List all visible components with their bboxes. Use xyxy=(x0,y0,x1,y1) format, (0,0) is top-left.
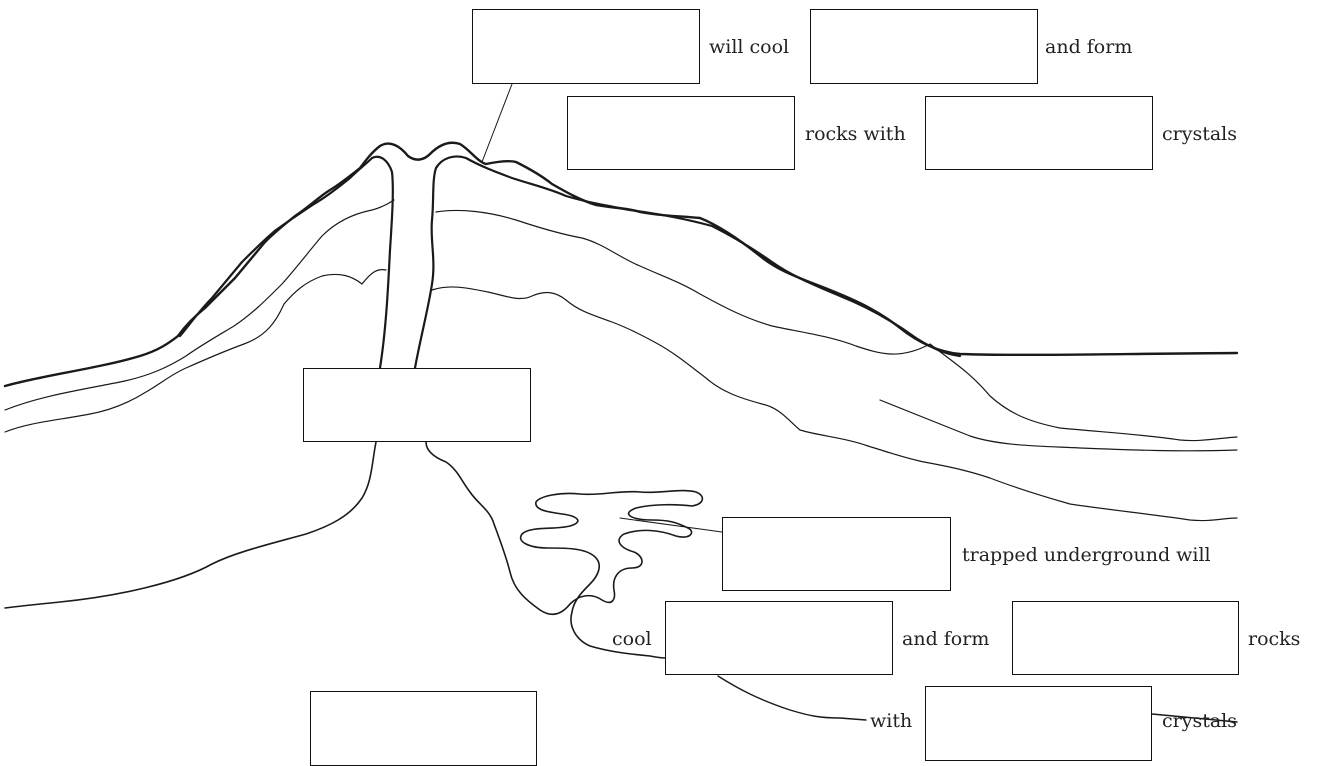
answer-box-4[interactable] xyxy=(925,96,1153,170)
magma-pipe-right xyxy=(425,441,704,659)
leader-line-crater xyxy=(481,83,513,163)
leader-line-crystals xyxy=(1151,713,1238,723)
answer-box-9[interactable] xyxy=(925,686,1152,761)
leader-line-with xyxy=(717,675,867,721)
answer-box-6[interactable] xyxy=(665,601,893,675)
label-rocks-with: rocks with xyxy=(805,123,906,145)
label-crystals-top: crystals xyxy=(1162,123,1237,145)
label-and-form-top: and form xyxy=(1045,36,1133,58)
label-crystals-bottom: crystals xyxy=(1162,710,1237,732)
label-rocks: rocks xyxy=(1248,628,1301,650)
answer-box-7[interactable] xyxy=(1012,601,1239,675)
volcano-surface-line xyxy=(3,141,1239,388)
rock-layer-line-3 xyxy=(879,399,1238,452)
answer-box-1[interactable] xyxy=(472,9,700,84)
label-will-cool: will cool xyxy=(709,36,790,58)
answer-box-2[interactable] xyxy=(810,9,1038,84)
answer-box-8[interactable] xyxy=(310,691,537,766)
vent-left-wall xyxy=(178,155,394,370)
label-with: with xyxy=(870,710,913,732)
rock-layer-line-1 xyxy=(4,199,1238,442)
vent-right-wall xyxy=(413,155,962,370)
leader-line-intrusion xyxy=(619,517,723,533)
label-and-form-bottom: and form xyxy=(902,628,990,650)
answer-box-3[interactable] xyxy=(567,96,795,170)
rock-layer-line-2 xyxy=(4,269,1238,522)
label-cool: cool xyxy=(612,628,652,650)
label-trapped-underground: trapped underground will xyxy=(962,544,1211,566)
answer-box-magma-chamber[interactable] xyxy=(303,368,531,442)
magma-pipe-left xyxy=(4,441,377,609)
answer-box-5[interactable] xyxy=(722,517,951,591)
